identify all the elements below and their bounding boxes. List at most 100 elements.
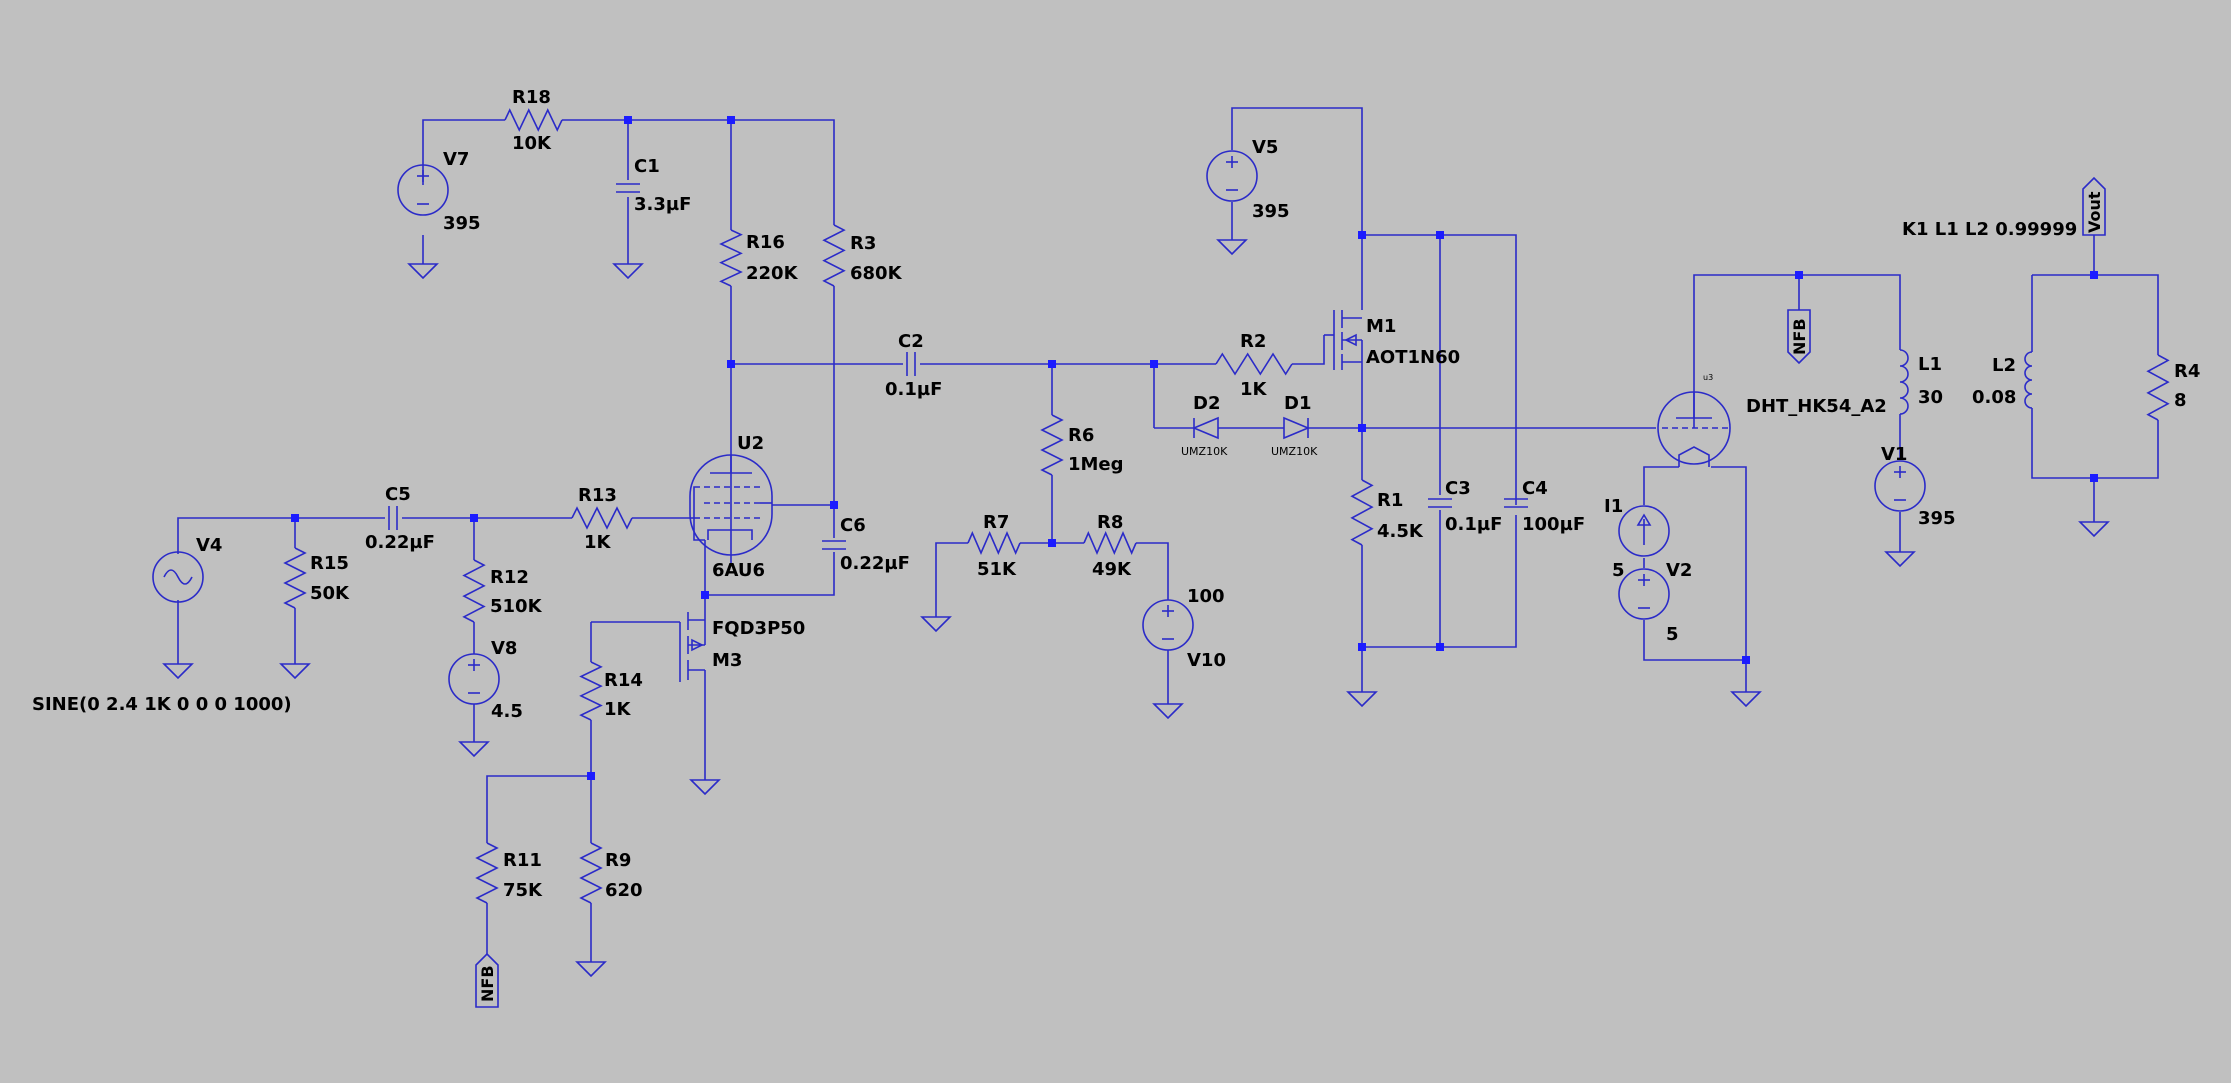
c5-value: 0.22µF: [365, 532, 435, 553]
voltage-source-v5[interactable]: [1206, 150, 1258, 202]
triode-tube-u3[interactable]: [1657, 391, 1731, 467]
ground-icon[interactable]: [575, 950, 607, 978]
resistor-r16[interactable]: [719, 229, 743, 287]
wire: [1231, 107, 1363, 310]
v1-value: 395: [1918, 508, 1956, 529]
voltage-source-v8[interactable]: [448, 653, 500, 705]
resistor-r2[interactable]: [1215, 352, 1293, 376]
resistor-r9[interactable]: [579, 842, 603, 904]
zener-diode-d1[interactable]: [1283, 416, 1311, 440]
voltage-source-v1[interactable]: [1874, 460, 1926, 512]
r9-value: 620: [605, 880, 643, 901]
resistor-r8[interactable]: [1083, 530, 1137, 556]
resistor-r14[interactable]: [579, 661, 603, 721]
r4-value: 8: [2174, 390, 2187, 411]
v5-ref: V5: [1252, 137, 1278, 158]
mosfet-m1[interactable]: [1333, 310, 1363, 370]
resistor-r7[interactable]: [967, 530, 1021, 556]
r16-ref: R16: [746, 232, 785, 253]
c1-value: 3.3µF: [634, 194, 691, 215]
capacitor-c6[interactable]: [822, 540, 846, 550]
wire: [177, 517, 385, 554]
capacitor-c4[interactable]: [1504, 498, 1528, 508]
wire: [1362, 234, 1517, 505]
resistor-r15[interactable]: [283, 547, 307, 609]
sine-source-v4[interactable]: [152, 551, 204, 603]
ground-icon[interactable]: [920, 605, 952, 633]
resistor-zigzag: [1040, 414, 1064, 476]
l2-value: 0.08: [1972, 387, 2016, 408]
resistor-r6[interactable]: [1040, 414, 1064, 476]
r15-value: 50K: [310, 583, 350, 604]
junction-dot: [727, 360, 735, 368]
ground-icon[interactable]: [458, 730, 490, 758]
ground-icon[interactable]: [279, 652, 311, 680]
ground-icon[interactable]: [407, 252, 439, 280]
resistor-r11[interactable]: [475, 842, 499, 904]
ground-icon[interactable]: [2078, 510, 2110, 538]
r6-value: 1Meg: [1068, 454, 1124, 475]
capacitor-c2[interactable]: [906, 352, 916, 376]
source-circle: [1142, 599, 1194, 651]
resistor-r13[interactable]: [571, 506, 633, 530]
source-circle: [397, 164, 449, 216]
u2-ref: U2: [737, 433, 764, 454]
resistor-r18[interactable]: [504, 108, 563, 132]
r3-ref: R3: [850, 233, 876, 254]
resistor-r1[interactable]: [1350, 479, 1374, 546]
junction-dot: [727, 116, 735, 124]
ground-triangle: [1884, 551, 1916, 568]
wire: [1136, 542, 1169, 600]
capacitor-c3[interactable]: [1428, 498, 1452, 508]
wire: [1643, 620, 1746, 661]
ground-icon[interactable]: [1216, 228, 1248, 256]
voltage-source-v7[interactable]: [397, 164, 449, 216]
c1-ref: C1: [634, 156, 660, 177]
suppressor-lead: [693, 486, 705, 541]
inductor-l1[interactable]: [1899, 349, 1909, 415]
v8-value: 4.5: [491, 701, 523, 722]
resistor-zigzag: [1215, 352, 1293, 376]
c4-ref: C4: [1522, 478, 1548, 499]
inductor-l2[interactable]: [2024, 351, 2033, 409]
r14-value: 1K: [604, 699, 632, 720]
r2-ref: R2: [1240, 331, 1266, 352]
ground-icon[interactable]: [1884, 540, 1916, 568]
c2-value: 0.1µF: [885, 379, 942, 400]
voltage-source-v2[interactable]: [1618, 568, 1670, 620]
ground-icon[interactable]: [1730, 680, 1762, 708]
zener-diode-d2[interactable]: [1191, 416, 1219, 440]
voltage-source-v10[interactable]: [1142, 599, 1194, 651]
r6-ref: R6: [1068, 425, 1094, 446]
diode-triangle: [1191, 416, 1219, 440]
ground-icon[interactable]: [1152, 692, 1184, 720]
mosfet-m3[interactable]: [679, 610, 706, 682]
ground-icon[interactable]: [689, 768, 721, 796]
capacitor-c5[interactable]: [388, 506, 398, 530]
pentode-tube-u2[interactable]: [689, 454, 773, 570]
wire: [935, 542, 968, 605]
ground-triangle: [458, 741, 490, 758]
c4-value: 100µF: [1522, 514, 1585, 535]
vout-flag[interactable]: Vout: [2082, 176, 2106, 236]
nfb-flag-bottom[interactable]: NFB: [475, 952, 499, 1008]
r18-value: 10K: [512, 133, 552, 154]
nfb-flag-top[interactable]: NFB: [1787, 309, 1811, 365]
v7-value: 395: [443, 213, 481, 234]
d1-value: UMZ10K: [1271, 445, 1318, 458]
current-source-i1[interactable]: [1618, 505, 1670, 557]
resistor-zigzag: [1083, 530, 1137, 556]
r2-value: 1K: [1240, 379, 1268, 400]
junction-dot: [470, 514, 478, 522]
resistor-r4[interactable]: [2146, 354, 2170, 421]
ground-icon[interactable]: [1346, 680, 1378, 708]
resistor-r3[interactable]: [822, 224, 846, 287]
ground-icon[interactable]: [162, 652, 194, 680]
capacitor-c1[interactable]: [616, 183, 640, 193]
resistor-r12[interactable]: [462, 559, 486, 623]
v10-ref: V10: [1187, 650, 1226, 671]
resistor-zigzag: [579, 842, 603, 904]
v10-value: 100: [1187, 586, 1225, 607]
ground-icon[interactable]: [612, 252, 644, 280]
